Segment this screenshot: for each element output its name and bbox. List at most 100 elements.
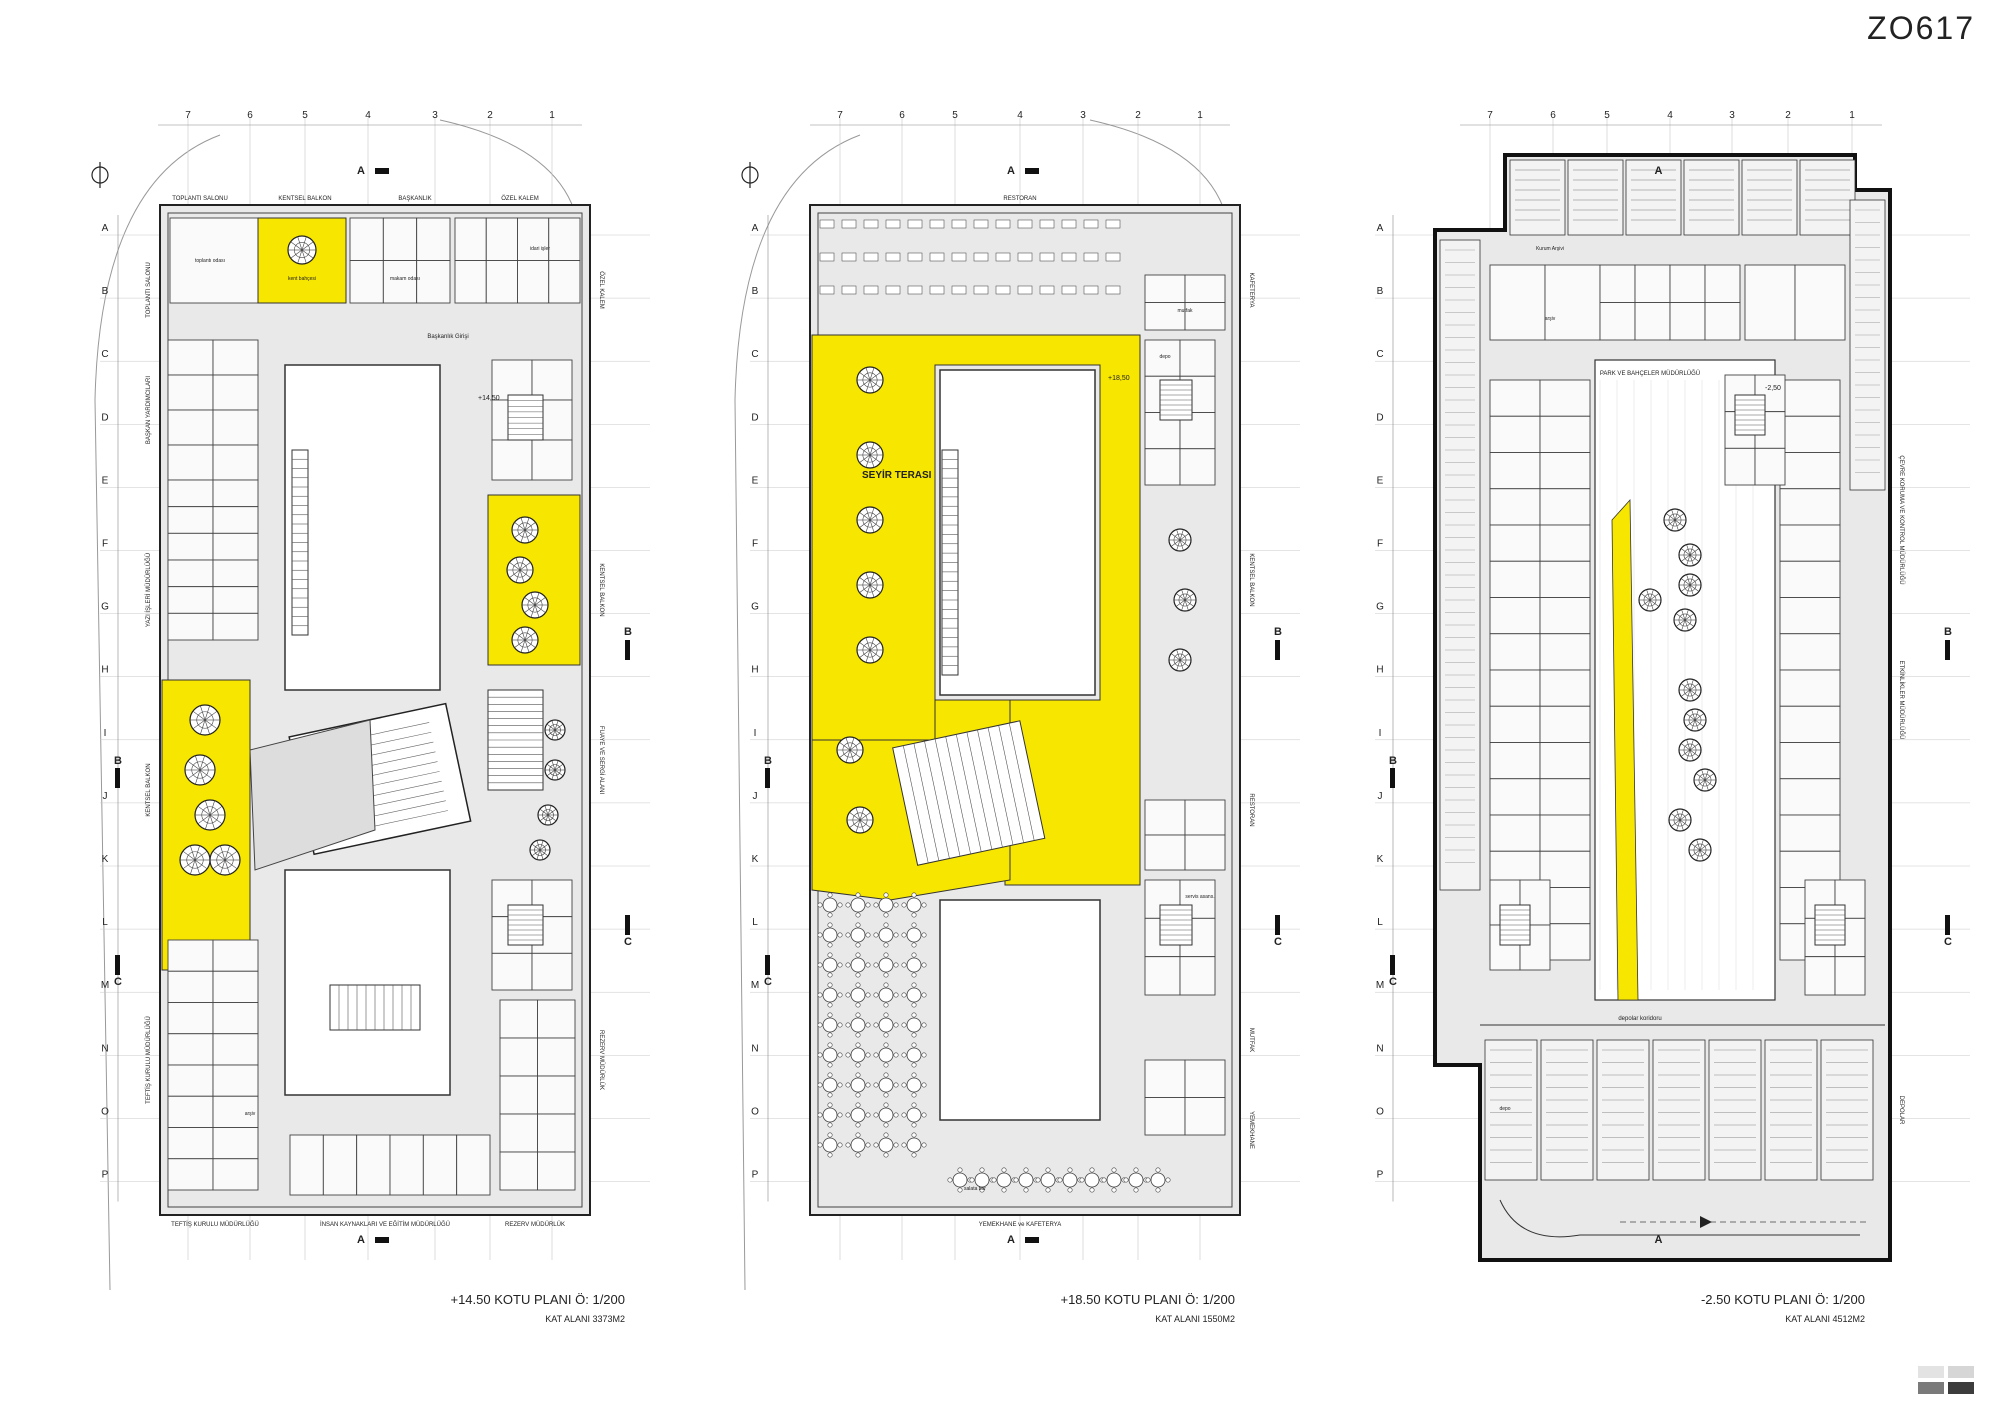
table-chairs: [845, 892, 871, 918]
plan-minus-2-50: [1433, 153, 1892, 1262]
stair-core-lower: [507, 904, 544, 946]
section-c-right-marker: [625, 915, 630, 935]
restaurant-table: [1083, 219, 1099, 229]
room-label-servis-asans: servis asans.: [1185, 894, 1214, 900]
depot-bay: [1596, 1039, 1650, 1181]
kitchen-top: [1144, 274, 1226, 331]
restaurant-table: [841, 252, 857, 262]
stair-core-upper: [1734, 394, 1766, 436]
section-markers: [115, 168, 630, 1243]
amphi-steps: [892, 720, 1046, 866]
table-chairs: [1035, 1167, 1061, 1193]
atrium-void-upper: [939, 369, 1096, 696]
plan1-right-label: KENTSEL BALKON: [598, 563, 604, 616]
plan1-bottom-label: TEFTİŞ KURULU MÜDÜRLÜĞÜ: [171, 1221, 259, 1228]
table-chairs: [873, 1012, 899, 1038]
grid-row-label: N: [751, 1043, 758, 1054]
table-chairs: [901, 1012, 927, 1038]
tree-symbol: [1678, 738, 1702, 762]
grid-col-label: 6: [899, 110, 905, 121]
room-label-depolar-koridoru: depolar koridoru: [1618, 1016, 1661, 1022]
depot-bay: [1764, 1039, 1818, 1181]
restaurant-table: [1017, 285, 1033, 295]
stair-core: [1159, 379, 1193, 421]
level-tag: -2,50: [1765, 385, 1781, 392]
section-c-right-marker: [1275, 915, 1280, 935]
legend-square-light-2: [1948, 1366, 1974, 1378]
plan1-left-label: YAZI İŞLERİ MÜDÜRLÜĞÜ: [145, 553, 152, 627]
table-chairs: [845, 982, 871, 1008]
table-chairs: [901, 1042, 927, 1068]
table-chairs: [873, 1132, 899, 1158]
grid-row-label: O: [101, 1106, 109, 1117]
grid-row-label: E: [102, 475, 109, 486]
table-chairs: [817, 1132, 843, 1158]
grid-row-label: M: [101, 980, 109, 991]
grid-row-label: L: [752, 917, 758, 928]
grid-row-label: J: [753, 791, 758, 802]
tree-symbol: [189, 704, 221, 736]
grid-row-label: M: [751, 980, 759, 991]
restaurant-table: [863, 252, 879, 262]
inspection-board-offices: [167, 939, 259, 1191]
plan3-right-label: ÇEVRE KORUMA VE KONTROL MÜDÜRLÜĞÜ: [1898, 455, 1905, 584]
tree-symbol: [521, 591, 549, 619]
table-chairs: [845, 922, 871, 948]
restaurant-table: [973, 252, 989, 262]
grid-row-label: D: [751, 412, 758, 423]
room-label-arsiv: arşiv: [1545, 316, 1556, 322]
table-chairs: [901, 982, 927, 1008]
plan1-left-label: KENTSEL BALKON: [146, 763, 152, 816]
restaurant-table: [1083, 285, 1099, 295]
restaurant-table: [1017, 252, 1033, 262]
tree-symbol: [506, 556, 534, 584]
room-label-mutfak: mutfak: [1177, 308, 1193, 314]
restaurant-table: [929, 219, 945, 229]
tree-symbol: [1678, 678, 1702, 702]
section-a-bottom-label: A: [1007, 1234, 1015, 1246]
section-b-right-label: B: [624, 626, 632, 638]
grid-col-label: 2: [487, 110, 493, 121]
restaurant-table: [951, 285, 967, 295]
exhibition-steps: [487, 689, 544, 791]
table-chairs: [1057, 1167, 1083, 1193]
section-c-left-label: C: [114, 976, 122, 988]
grid-row-label: C: [1376, 349, 1383, 360]
table-chairs: [991, 1167, 1017, 1193]
grid-row-label: F: [752, 539, 758, 550]
section-c-left-label: C: [764, 976, 772, 988]
office-rooms-top: [1599, 264, 1741, 341]
grid-row-label: A: [102, 223, 109, 234]
plan-title-2: +18.50 KOTU PLANI Ö: 1/200: [1060, 1292, 1235, 1307]
plan1-left-label: TOPLANTI SALONU: [146, 262, 152, 318]
restaurant-table: [1061, 252, 1077, 262]
grid-row-label: B: [752, 286, 759, 297]
room-label-arsiv: arşiv: [245, 1111, 256, 1117]
restaurant-table: [885, 252, 901, 262]
kitchen-mid: [1144, 799, 1226, 871]
grid-row-label: E: [752, 475, 759, 486]
restaurant-table: [841, 285, 857, 295]
section-a-bottom-label: A: [1655, 1234, 1663, 1246]
grid-row-label: O: [1376, 1106, 1384, 1117]
table-chairs: [845, 1102, 871, 1128]
section-b-right-marker: [625, 640, 630, 660]
storage-bay: [1799, 159, 1856, 236]
tree-symbol: [1683, 708, 1707, 732]
tree-symbol: [856, 636, 884, 664]
grid-col-label: 6: [247, 110, 253, 121]
section-c-left-marker: [765, 955, 770, 975]
storage-strip-right: [1849, 199, 1886, 491]
grid-col-label: 4: [365, 110, 371, 121]
table-chairs: [845, 1072, 871, 1098]
amphi-steps-hatch: [892, 720, 1046, 866]
section-a-top-label: A: [357, 165, 365, 177]
archive-rooms-top-right: [1744, 264, 1846, 341]
section-a-top-label: A: [1007, 165, 1015, 177]
room-label-seyir-terasi: SEYİR TERASI: [862, 468, 932, 481]
table-chairs: [817, 982, 843, 1008]
atrium-void-lower: [939, 899, 1101, 1121]
stair-core-lower: [1159, 904, 1193, 946]
depot-bay: [1540, 1039, 1594, 1181]
